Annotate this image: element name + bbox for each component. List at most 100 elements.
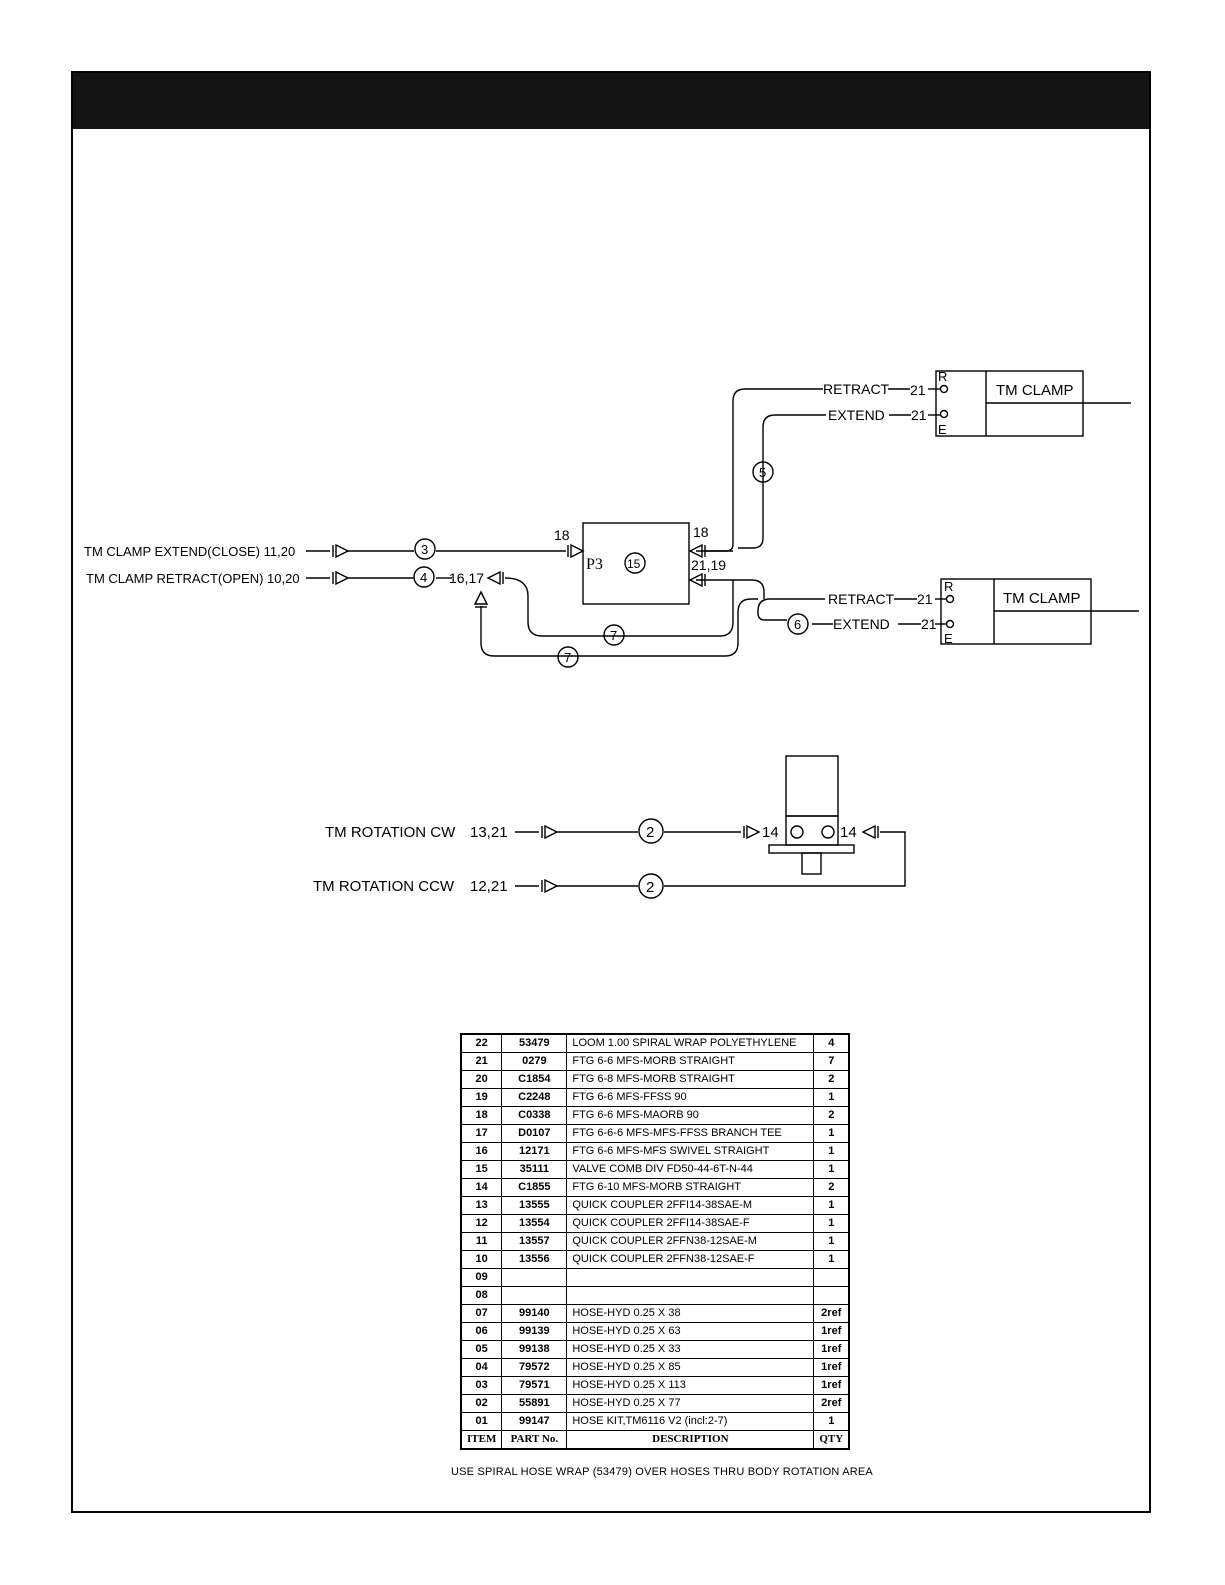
part-number-cell [501, 1268, 568, 1287]
table-row: 08 [460, 1286, 850, 1305]
item-cell: 19 [460, 1088, 503, 1107]
part-number-cell: 99140 [501, 1304, 568, 1323]
part-number-cell: 0279 [501, 1052, 568, 1071]
description-cell [566, 1286, 815, 1305]
retract-bottom-label: RETRACT [828, 591, 895, 607]
qty-cell [813, 1286, 850, 1305]
qty-cell: 7 [813, 1052, 850, 1071]
valve-block-p3 [582, 522, 690, 605]
description-cell: HOSE-HYD 0.25 X 63 [566, 1322, 815, 1341]
part-number-cell [501, 1286, 568, 1305]
ref-14-right: 14 [840, 824, 857, 841]
ref-16-17: 16,17 [449, 570, 484, 586]
part-number-cell: C0338 [501, 1106, 568, 1125]
qty-cell: 1ref [813, 1376, 850, 1395]
part-number-cell: 13556 [501, 1250, 568, 1269]
ref-14-left: 14 [762, 824, 779, 841]
ref-18-right: 18 [693, 524, 709, 540]
retract-top-label: RETRACT [823, 381, 890, 397]
part-number-cell: 13555 [501, 1196, 568, 1215]
description-cell: HOSE-HYD 0.25 X 38 [566, 1304, 815, 1323]
qty-cell: 1 [813, 1088, 850, 1107]
rotation-motor-body [785, 815, 839, 846]
qty-cell: 2 [813, 1106, 850, 1125]
part-number-cell: C1854 [501, 1070, 568, 1089]
rotation-motor-housing [785, 755, 839, 817]
rotation-cw-label: TM ROTATION CW [325, 824, 456, 841]
tm-clamp-bottom-label: TM CLAMP [1003, 590, 1081, 607]
description-cell: HOSE-HYD 0.25 X 33 [566, 1340, 815, 1359]
part-number-cell: 35111 [501, 1160, 568, 1179]
valve-label: P3 [586, 556, 603, 573]
description-cell: FTG 6-10 MFS-MORB STRAIGHT [566, 1178, 815, 1197]
item-cell: 18 [460, 1106, 503, 1125]
part-number-cell: 12171 [501, 1142, 568, 1161]
balloon-5 [752, 461, 774, 483]
balloon-3-text: 3 [421, 542, 428, 557]
description-cell: FTG 6-8 MFS-MORB STRAIGHT [566, 1070, 815, 1089]
description-cell [566, 1268, 815, 1287]
port-r-top: R [938, 369, 947, 384]
balloon-6 [787, 613, 809, 635]
qty-cell: 1 [813, 1412, 850, 1431]
description-cell: QUICK COUPLER 2FFI14-38SAE-M [566, 1196, 815, 1215]
qty-cell: 1 [813, 1160, 850, 1179]
description-cell: FTG 6-6 MFS-MFS SWIVEL STRAIGHT [566, 1142, 815, 1161]
balloon-4 [413, 566, 435, 588]
ref-21-c: 21 [917, 591, 933, 607]
description-cell: HOSE-HYD 0.25 X 85 [566, 1358, 815, 1377]
rotation-cw-ref: 13,21 [470, 824, 508, 841]
item-cell: 15 [460, 1160, 503, 1179]
ref-21-19: 21,19 [691, 557, 726, 573]
description-cell: FTG 6-6-6 MFS-MFS-FFSS BRANCH TEE [566, 1124, 815, 1143]
description-cell: HOSE KIT,TM6116 V2 (incl:2-7) [566, 1412, 815, 1431]
item-cell: 20 [460, 1070, 503, 1089]
part-number-cell: 79572 [501, 1358, 568, 1377]
description-cell: HOSE-HYD 0.25 X 113 [566, 1376, 815, 1395]
qty-cell: 2 [813, 1070, 850, 1089]
item-cell: 10 [460, 1250, 503, 1269]
balloon-15-text: 15 [627, 557, 641, 571]
item-cell: 14 [460, 1178, 503, 1197]
header-part-number: PART No. [501, 1430, 568, 1450]
extend-top-label: EXTEND [828, 407, 885, 423]
qty-cell: 1ref [813, 1322, 850, 1341]
qty-cell: 1 [813, 1232, 850, 1251]
item-cell: 01 [460, 1412, 503, 1431]
description-cell: VALVE COMB DIV FD50-44-6T-N-44 [566, 1160, 815, 1179]
item-cell: 21 [460, 1052, 503, 1071]
footnote: USE SPIRAL HOSE WRAP (53479) OVER HOSES … [451, 1466, 873, 1478]
item-cell: 06 [460, 1322, 503, 1341]
table-row: 09 [460, 1268, 850, 1287]
balloon-7-upper [603, 624, 625, 646]
description-cell: FTG 6-6 MFS-MORB STRAIGHT [566, 1052, 815, 1071]
qty-cell: 2ref [813, 1394, 850, 1413]
description-cell: FTG 6-6 MFS-MAORB 90 [566, 1106, 815, 1125]
header-bar [73, 73, 1149, 129]
item-cell: 11 [460, 1232, 503, 1251]
qty-cell: 4 [813, 1033, 850, 1053]
clamp-retract-input-label: TM CLAMP RETRACT(OPEN) 10,20 [86, 571, 300, 586]
header-qty: QTY [813, 1430, 850, 1450]
ref-21-a: 21 [910, 382, 926, 398]
balloon-4-text: 4 [420, 570, 427, 585]
part-number-cell: 55891 [501, 1394, 568, 1413]
qty-cell: 2 [813, 1178, 850, 1197]
description-cell: QUICK COUPLER 2FFI14-38SAE-F [566, 1214, 815, 1233]
item-cell: 16 [460, 1142, 503, 1161]
qty-cell: 1 [813, 1250, 850, 1269]
header-description: DESCRIPTION [566, 1430, 815, 1450]
part-number-cell: 99138 [501, 1340, 568, 1359]
item-cell: 03 [460, 1376, 503, 1395]
